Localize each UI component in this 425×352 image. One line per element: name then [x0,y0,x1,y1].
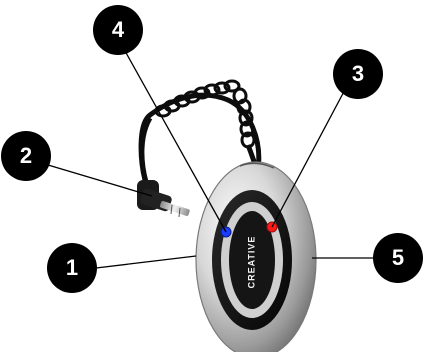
callout-5: 5 [373,233,423,283]
callout-5-number: 5 [392,245,404,270]
callout-2-number: 2 [20,143,32,168]
leader-line-2 [38,162,152,196]
callout-3-number: 3 [352,61,364,86]
callout-2: 2 [1,131,51,181]
leader-line-4 [120,42,226,232]
callout-4-number: 4 [112,17,125,42]
callout-1: 1 [47,243,97,293]
callout-3: 3 [333,49,383,99]
device-body: CREATIVE [196,162,316,352]
callout-4: 4 [93,5,143,55]
brand-label: CREATIVE [246,236,256,289]
leader-line-1 [96,256,196,268]
leader-line-3 [272,84,348,227]
audio-jack [137,180,190,217]
callout-1-number: 1 [66,255,78,280]
cable-coil-loops [156,81,254,147]
